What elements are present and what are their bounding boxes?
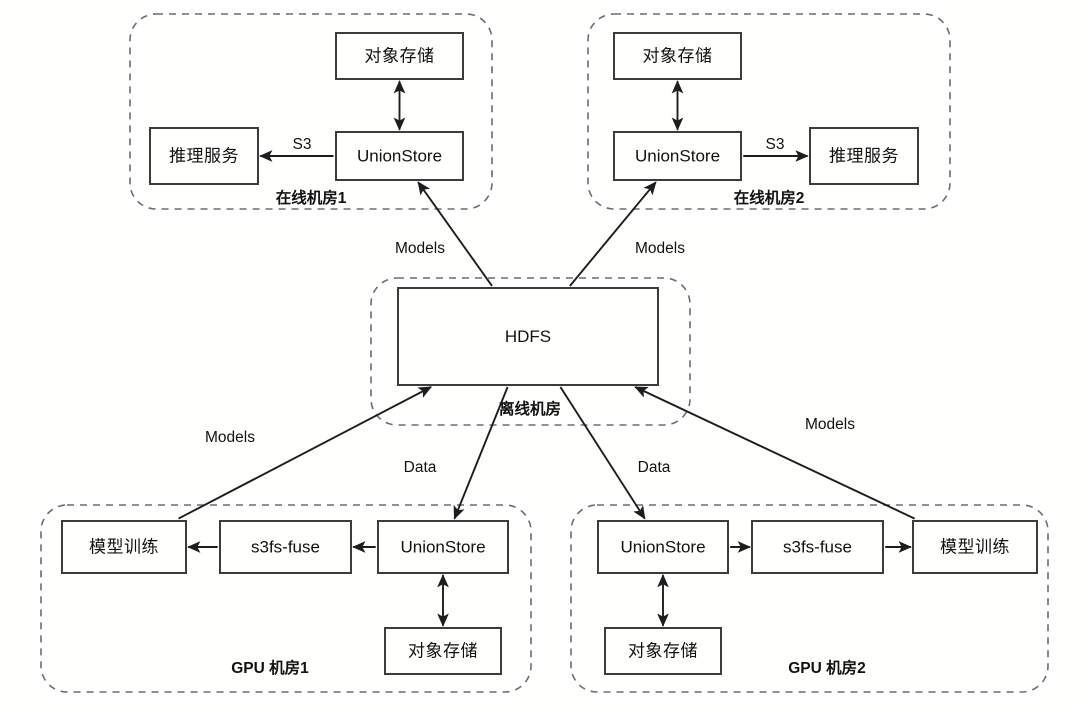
node-box[interactable] <box>613 32 742 80</box>
edge-label: Models <box>635 240 685 257</box>
edge-label-backdrop <box>799 413 861 435</box>
node-box[interactable] <box>377 520 509 574</box>
edge-label: Models <box>205 429 255 446</box>
node-label: UnionStore <box>635 146 720 165</box>
edge-label-backdrop <box>289 133 315 155</box>
node-box[interactable] <box>613 131 742 181</box>
node-box[interactable] <box>149 127 259 185</box>
zone-boundary <box>129 13 493 210</box>
node-label: UnionStore <box>400 537 485 556</box>
node-box[interactable] <box>397 287 659 386</box>
node-label: HDFS <box>505 327 551 346</box>
zone-boundary <box>570 504 1049 693</box>
node-o2-unionstore[interactable]: UnionStore <box>613 131 742 181</box>
zone-label: 在线机房2 <box>734 188 805 207</box>
edge-e-hdfs-o1 <box>417 181 493 287</box>
edge-line <box>453 386 509 520</box>
node-o2-object-store[interactable]: 对象存储 <box>613 32 742 80</box>
node-g2-training[interactable]: 模型训练 <box>912 520 1038 574</box>
zone-label: GPU 机房2 <box>788 658 866 677</box>
zone-boundary <box>587 13 951 210</box>
edge-label: S3 <box>293 136 312 153</box>
node-box[interactable] <box>751 520 884 574</box>
edge-label: S3 <box>766 136 785 153</box>
edge-label: Data <box>404 459 437 476</box>
node-o2-inference[interactable]: 推理服务 <box>809 127 919 185</box>
zone-online2: 在线机房2 <box>587 13 951 210</box>
node-o1-inference[interactable]: 推理服务 <box>149 127 259 185</box>
node-g1-training[interactable]: 模型训练 <box>61 520 187 574</box>
zone-label: GPU 机房1 <box>231 658 309 677</box>
node-box[interactable] <box>335 131 464 181</box>
edge-e-hdfs-g2us <box>559 386 646 520</box>
node-box[interactable] <box>809 127 919 185</box>
node-box[interactable] <box>604 627 722 675</box>
node-g2-s3fs[interactable]: s3fs-fuse <box>751 520 884 574</box>
node-o1-object-store[interactable]: 对象存储 <box>335 32 464 80</box>
node-label: 模型训练 <box>89 537 159 556</box>
node-box[interactable] <box>912 520 1038 574</box>
edge-line <box>178 386 432 520</box>
node-box[interactable] <box>61 520 187 574</box>
node-hdfs[interactable]: HDFS <box>397 287 659 386</box>
edge-line <box>634 386 916 520</box>
node-g1-unionstore[interactable]: UnionStore <box>377 520 509 574</box>
node-label: UnionStore <box>357 146 442 165</box>
edge-label: Data <box>638 459 671 476</box>
edge-label-backdrop <box>389 237 451 259</box>
node-label: 对象存储 <box>628 641 698 660</box>
node-g1-s3fs[interactable]: s3fs-fuse <box>219 520 352 574</box>
edge-e-g1-hdfs <box>178 386 432 520</box>
node-g2-object-store[interactable]: 对象存储 <box>604 627 722 675</box>
node-label: UnionStore <box>620 537 705 556</box>
edge-label-backdrop <box>199 426 261 448</box>
zone-boundary <box>370 277 691 426</box>
node-box[interactable] <box>335 32 464 80</box>
node-box[interactable] <box>219 520 352 574</box>
edge-line <box>417 181 493 287</box>
node-label: 对象存储 <box>643 46 713 65</box>
edge-e-hdfs-o2 <box>569 181 657 287</box>
edge-e-hdfs-g1us <box>453 386 509 520</box>
edge-e-g2-hdfs <box>634 386 916 520</box>
edge-label-backdrop <box>629 237 691 259</box>
edge-label: Models <box>805 416 855 433</box>
zone-offline: 离线机房 <box>370 277 691 426</box>
edge-label-backdrop <box>762 133 788 155</box>
zone-label: 离线机房 <box>499 399 561 418</box>
node-label: s3fs-fuse <box>251 537 320 556</box>
zone-gpu2: GPU 机房2 <box>570 504 1049 693</box>
node-label: 推理服务 <box>169 146 239 165</box>
node-label: s3fs-fuse <box>783 537 852 556</box>
node-label: 模型训练 <box>940 537 1010 556</box>
node-box[interactable] <box>384 627 502 675</box>
zone-boundary <box>40 504 532 693</box>
edge-label-backdrop <box>632 456 676 478</box>
node-box[interactable] <box>597 520 729 574</box>
zone-label: 在线机房1 <box>276 188 347 207</box>
zones-layer: 在线机房1 在线机房2 离线机房 GPU 机房1 GPU 机房2 <box>40 13 1049 693</box>
edges-layer <box>178 80 916 627</box>
node-label: 对象存储 <box>408 641 478 660</box>
node-label: 推理服务 <box>829 146 899 165</box>
node-g2-unionstore[interactable]: UnionStore <box>597 520 729 574</box>
node-o1-unionstore[interactable]: UnionStore <box>335 131 464 181</box>
zone-online1: 在线机房1 <box>129 13 493 210</box>
node-label: 对象存储 <box>365 46 435 65</box>
node-g1-object-store[interactable]: 对象存储 <box>384 627 502 675</box>
edge-label: Models <box>395 240 445 257</box>
edge-label-backdrop <box>398 456 442 478</box>
zone-gpu1: GPU 机房1 <box>40 504 532 693</box>
edge-line <box>559 386 646 520</box>
edge-line <box>569 181 657 287</box>
